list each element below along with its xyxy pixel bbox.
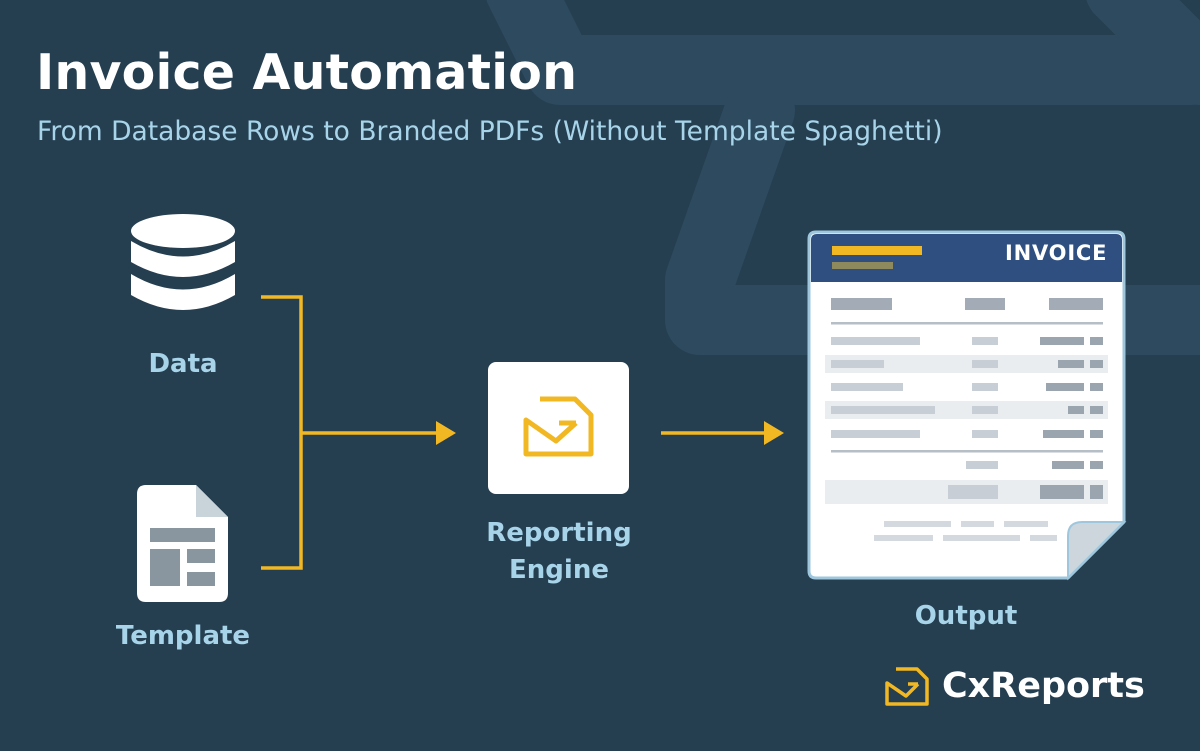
node-label-engine-line-2: Engine [509, 555, 609, 585]
node-label-engine-line-1: Reporting [486, 518, 632, 548]
invoice-heading: INVOICE [1005, 241, 1108, 265]
database-icon [131, 214, 235, 310]
page-subtitle: From Database Rows to Branded PDFs (With… [37, 116, 943, 147]
brand-logo-icon [885, 667, 929, 706]
cxreports-logo-icon [523, 396, 594, 457]
node-label-template: Template [115, 621, 251, 651]
node-label-data: Data [148, 349, 218, 379]
template-document-icon [137, 485, 228, 602]
invoice-document-icon [807, 230, 1127, 581]
page-title: Invoice Automation [36, 44, 578, 101]
connector-lines [261, 295, 768, 570]
brand-name: CxReports [942, 666, 1145, 706]
edge-data-to-engine [261, 295, 303, 570]
reporting-engine-tile [488, 362, 629, 494]
arrowhead-to-output [764, 421, 784, 445]
node-label-engine: Reporting Engine [468, 515, 650, 589]
arrowhead-to-engine [436, 421, 456, 445]
node-label-output: Output [914, 601, 1018, 631]
